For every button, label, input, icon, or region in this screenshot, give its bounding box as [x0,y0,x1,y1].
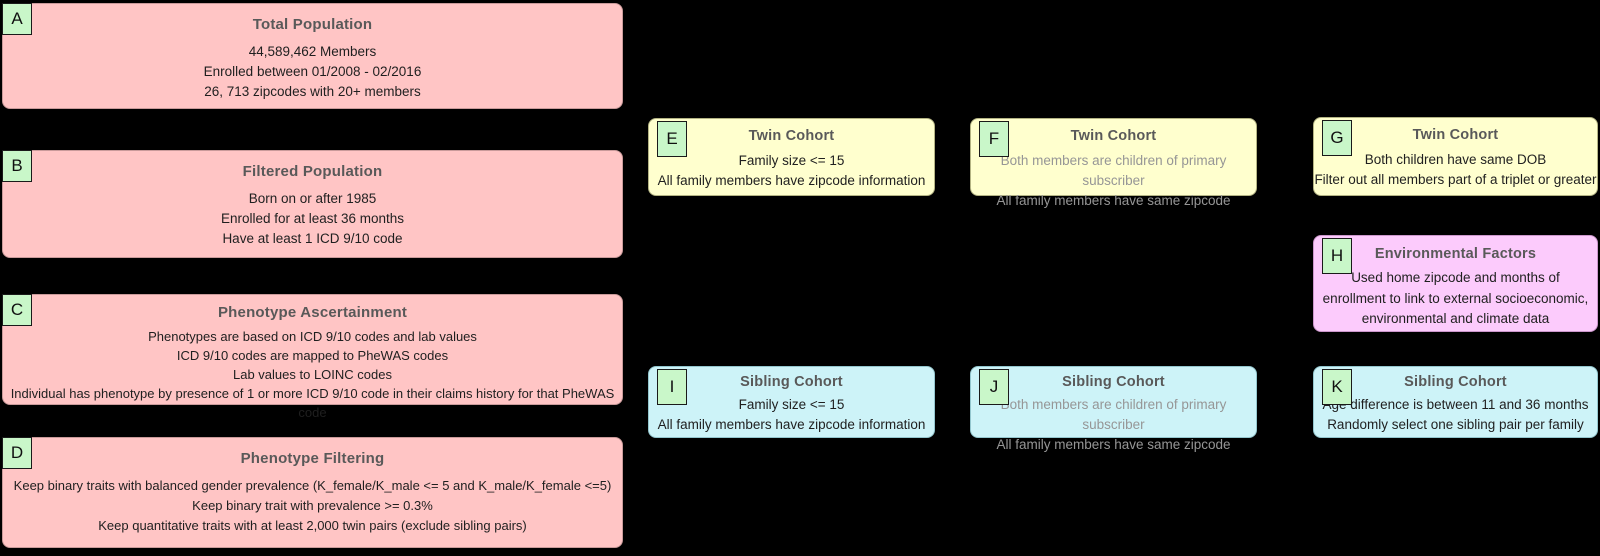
node-i-sibling-cohort: I Sibling Cohort Family size <= 15 All f… [648,366,935,438]
node-h-environmental-factors: H Environmental Factors Used home zipcod… [1313,235,1598,332]
node-body-line: All family members have same zipcode [996,193,1231,208]
node-body: Used home zipcode and months of enrollme… [1314,268,1597,330]
node-badge-f: F [979,121,1009,157]
node-body-line: Randomly select one sibling pair per fam… [1327,417,1584,432]
node-letter: H [1330,246,1344,265]
node-body: Born on or after 1985 Enrolled for at le… [3,189,622,249]
node-title: Environmental Factors [1374,246,1537,262]
node-letter: D [10,443,24,462]
node-title: Twin Cohort [1412,127,1499,143]
node-title: Phenotype Filtering [240,450,385,467]
node-badge-h: H [1322,238,1352,274]
node-title: Twin Cohort [748,128,835,144]
node-body: Phenotypes are based on ICD 9/10 codes a… [3,327,622,422]
node-c-phenotype-ascertainment: C Phenotype Ascertainment Phenotypes are… [2,294,623,420]
node-body-line: Lab values to LOINC codes [233,367,392,382]
node-badge-i: I [657,369,687,405]
node-letter: K [1331,377,1343,396]
node-body: Both members are children of primary sub… [971,395,1256,455]
node-title: Filtered Population [242,163,383,180]
node-title: Phenotype Ascertainment [217,304,408,321]
node-body: Both members are children of primary sub… [971,151,1256,211]
node-body-line: Keep binary traits with balanced gender … [13,478,612,493]
node-title: Sibling Cohort [1062,374,1165,390]
node-letter: C [10,300,24,319]
node-body: Keep binary traits with balanced gender … [3,476,622,536]
node-body-line: 26, 713 zipcodes with 20+ members [204,84,421,99]
node-body-line: Born on or after 1985 [248,191,377,206]
node-body-line: Age difference is between 11 and 36 mont… [1322,397,1589,412]
node-e-twin-cohort: E Twin Cohort Family size <= 15 All fami… [648,118,935,196]
node-body-line: Both members are children of primary sub… [1000,153,1227,188]
node-body-line: Family size <= 15 [738,397,845,412]
node-body-line: Enrolled between 01/2008 - 02/2016 [203,64,422,79]
node-body: Both children have same DOB Filter out a… [1314,150,1597,190]
node-title: Sibling Cohort [740,374,843,390]
node-body-line: All family members have zipcode informat… [657,417,926,432]
node-badge-g: G [1322,120,1352,156]
node-badge-k: K [1322,369,1352,405]
node-body-line: Family size <= 15 [738,153,845,168]
node-body-line: Keep binary trait with prevalence >= 0.3… [192,498,433,513]
node-body: Age difference is between 11 and 36 mont… [1314,395,1597,435]
node-body-line: Both children have same DOB [1364,152,1547,167]
node-body-line: Filter out all members part of a triplet… [1314,172,1597,187]
node-badge-j: J [979,369,1009,405]
node-letter: F [988,129,1000,148]
node-body: 44,589,462 Members Enrolled between 01/2… [3,42,622,102]
node-body-line: Enrolled for at least 36 months [220,211,405,226]
node-letter: G [1330,128,1344,147]
node-b-filtered-population: B Filtered Population Born on or after 1… [2,150,623,258]
node-k-sibling-cohort: K Sibling Cohort Age difference is betwe… [1313,366,1598,438]
node-body-line: Phenotypes are based on ICD 9/10 codes a… [148,329,477,344]
node-body-line: Have at least 1 ICD 9/10 code [222,231,403,246]
node-d-phenotype-filtering: D Phenotype Filtering Keep binary traits… [2,437,623,548]
node-body-line: Both members are children of primary sub… [1000,397,1227,432]
node-f-twin-cohort: F Twin Cohort Both members are children … [970,118,1257,208]
node-title: Twin Cohort [1070,128,1157,144]
node-letter: A [11,9,23,28]
node-badge-a: A [2,3,32,35]
node-badge-c: C [2,294,32,326]
node-title: Total Population [252,16,373,33]
node-letter: E [666,129,678,148]
node-body-line: ICD 9/10 codes are mapped to PheWAS code… [176,348,449,363]
node-letter: I [669,377,675,396]
node-body-line: All family members have zipcode informat… [657,173,926,188]
node-body-line: All family members have same zipcode [996,437,1231,452]
node-body: Family size <= 15 All family members hav… [649,151,934,191]
node-body-line: Used home zipcode and months of enrollme… [1322,270,1589,326]
node-letter: J [989,377,999,396]
node-a-total-population: A Total Population 44,589,462 Members En… [2,3,623,109]
node-letter: B [11,156,23,175]
node-badge-b: B [2,150,32,182]
node-body-line: Individual has phenotype by presence of … [10,386,615,420]
node-badge-e: E [657,121,687,157]
node-badge-d: D [2,437,32,469]
node-body: Family size <= 15 All family members hav… [649,395,934,435]
node-body-line: 44,589,462 Members [248,44,377,59]
node-g-twin-cohort: G Twin Cohort Both children have same DO… [1313,117,1598,196]
node-body-line: Keep quantitative traits with at least 2… [98,518,527,533]
node-title: Sibling Cohort [1404,374,1507,390]
node-j-sibling-cohort: J Sibling Cohort Both members are childr… [970,366,1257,452]
